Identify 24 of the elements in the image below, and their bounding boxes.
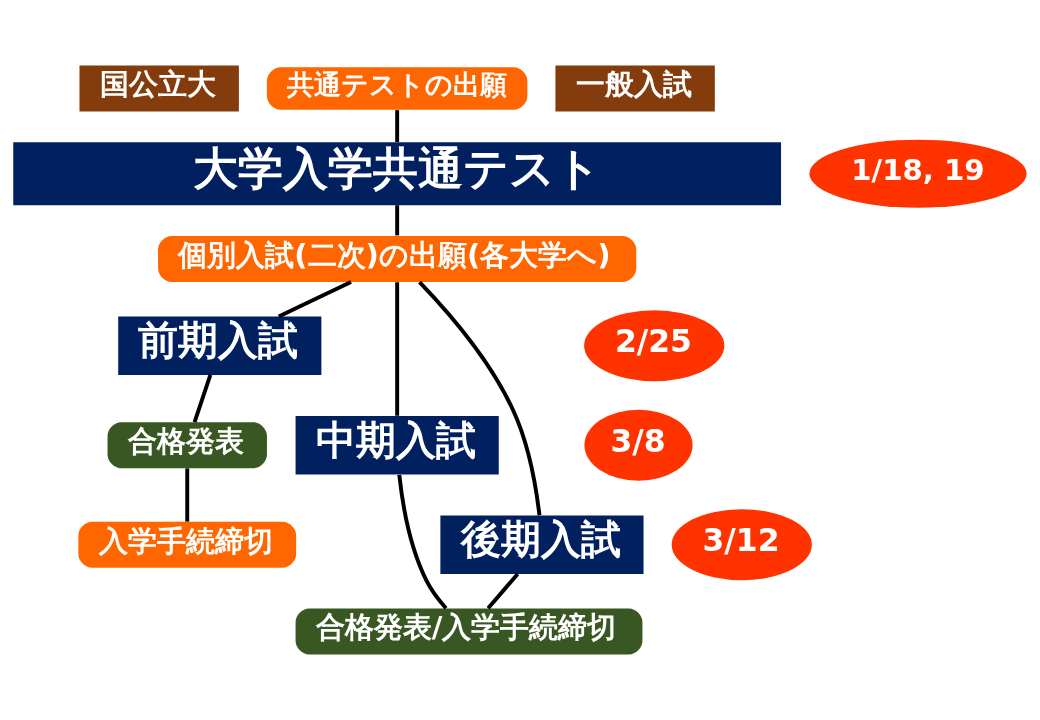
connector xyxy=(418,280,542,516)
connector xyxy=(185,468,190,522)
node-ellipse: 1/18, 19 xyxy=(809,139,1027,208)
node-ellipse: 2/25 xyxy=(584,310,725,382)
node-box: 入学手続締切 xyxy=(78,521,297,568)
node-box: 個別入試(二次)の出願(各大学へ) xyxy=(158,235,637,282)
node-box: 一般入試 xyxy=(555,65,715,112)
node-box: 中期入試 xyxy=(295,416,499,475)
connector xyxy=(486,572,520,610)
connector xyxy=(395,205,400,236)
connector xyxy=(395,110,400,142)
node-box: 前期入試 xyxy=(118,316,322,375)
connector xyxy=(397,474,448,610)
node-box: 国公立大 xyxy=(79,65,239,112)
node-box: 共通テストの出願 xyxy=(266,67,528,110)
node-box: 合格発表/入学手続締切 xyxy=(295,608,643,655)
connector xyxy=(277,280,352,319)
node-ellipse: 3/12 xyxy=(671,509,812,581)
node-box: 合格発表 xyxy=(107,422,267,469)
node-box: 大学入学共通テスト xyxy=(13,142,782,206)
node-ellipse: 3/8 xyxy=(584,409,693,481)
connector xyxy=(192,374,213,423)
node-box: 後期入試 xyxy=(440,515,644,574)
connector xyxy=(395,282,400,416)
